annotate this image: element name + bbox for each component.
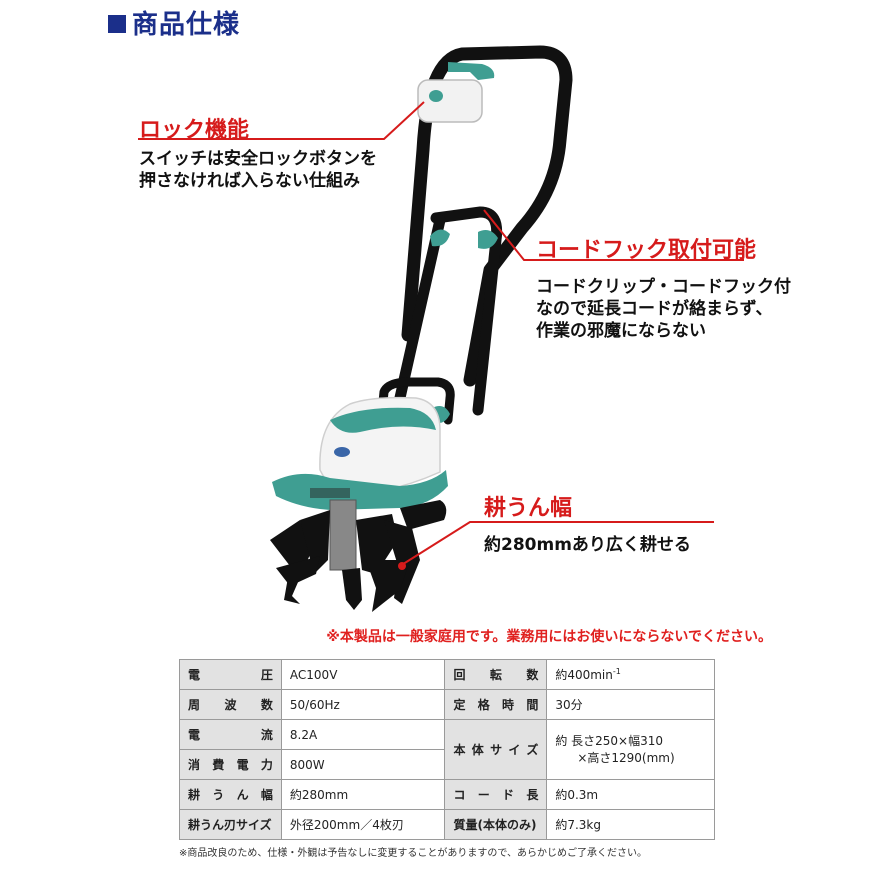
spec-key: 耕うん刃サイズ	[179, 809, 282, 840]
lower-grip	[377, 377, 455, 425]
feature-desc-lock: スイッチは安全ロックボタンを 押さなければ入らない仕組み	[139, 148, 377, 192]
switch-box	[417, 79, 483, 123]
feature-title-width: 耕うん幅	[484, 496, 573, 521]
gearbox	[329, 499, 357, 571]
spec-value: 約400min-1	[546, 659, 715, 690]
spec-value-line: ×高さ1290(mm)	[577, 750, 675, 765]
spec-value: 8.2A	[280, 719, 446, 750]
spec-value: 50/60Hz	[280, 689, 446, 720]
spec-value: 約280mm	[280, 779, 446, 810]
table-row: 耕うん刃サイズ 外径200mm／4枚刃 質量(本体のみ) 約7.3kg	[179, 809, 715, 840]
housing-top-panel	[330, 407, 436, 433]
spec-key: 電圧	[179, 659, 282, 690]
callout-line-cord-hook	[483, 209, 744, 261]
tiller-illustration	[138, 45, 744, 612]
section-heading-text: 商品仕様	[132, 10, 241, 40]
spec-key: 本体サイズ	[444, 719, 548, 780]
callout-line-width	[399, 521, 714, 567]
table-row: 消費電力 800W	[179, 749, 715, 780]
spec-key: 定格時間	[444, 689, 548, 720]
spec-value: 30分	[546, 689, 715, 720]
table-row: 耕うん幅 約280mm コード長 約0.3m	[179, 779, 715, 810]
spec-value: 約7.3kg	[546, 809, 715, 840]
household-use-notice: ※本製品は一般家庭用です。業務用にはお使いにならないでください。	[326, 629, 772, 645]
spec-key: 周波数	[179, 689, 282, 720]
spec-value: AC100V	[280, 659, 446, 690]
switch-lever	[448, 62, 495, 80]
spec-key: コード長	[444, 779, 548, 810]
square-bullet-icon	[108, 14, 126, 33]
feature-desc-line: コードクリップ・コードフック付	[536, 277, 791, 297]
table-row: 周波数 50/60Hz 定格時間 30分	[179, 689, 715, 720]
vent	[310, 488, 350, 498]
feature-desc-line: 押さなければ入らない仕組み	[139, 171, 360, 191]
feature-desc-line: 作業の邪魔にならない	[536, 321, 706, 341]
spec-key: 回転数	[444, 659, 548, 690]
cord-hook-left	[430, 229, 450, 247]
feature-desc-line: なので延長コードが絡まらず、	[536, 299, 773, 319]
feature-desc-width: 約280mmあり広く耕せる	[484, 534, 691, 556]
spec-value-superscript: -1	[612, 667, 621, 676]
spec-value-text: 約400min	[555, 668, 613, 682]
footnote: ※商品改良のため、仕様・外観は予告なしに変更することがありますので、あらかじめご…	[179, 848, 647, 859]
feature-desc-cord-hook: コードクリップ・コードフック付 なので延長コードが絡まらず、 作業の邪魔にならな…	[536, 276, 791, 342]
feature-desc-line: 約280mmあり広く耕せる	[484, 535, 691, 555]
rear-flap	[400, 500, 447, 530]
spec-value: 外径200mm／4枚刃	[280, 809, 446, 840]
tines	[270, 510, 420, 612]
fender	[272, 470, 448, 510]
spec-table: 電圧 AC100V 回転数 約400min-1 周波数 50/60Hz 定格時間…	[179, 659, 715, 840]
table-row: 電流 8.2A 本体サイズ 約 長さ250×幅310 ×高さ1290(mm)	[179, 719, 715, 780]
feature-title-lock: ロック機能	[139, 118, 250, 143]
feature-title-cord-hook: コードフック取付可能	[536, 238, 757, 263]
table-row: 電圧 AC100V 回転数 約400min-1	[179, 659, 715, 690]
spec-key: 質量(本体のみ)	[444, 809, 548, 840]
spec-value: 約0.3m	[546, 779, 715, 810]
spec-key: 耕うん幅	[179, 779, 282, 810]
spec-value-line: 約 長さ250×幅310	[555, 733, 664, 748]
spec-value: 約 長さ250×幅310 ×高さ1290(mm)	[546, 719, 715, 780]
spec-value: 800W	[280, 749, 446, 780]
section-heading: 商品仕様	[108, 4, 240, 41]
spec-key: 電流	[179, 719, 282, 750]
callout-line-lock	[138, 101, 425, 140]
feature-desc-line: スイッチは安全ロックボタンを	[139, 149, 377, 169]
brand-label	[334, 447, 350, 457]
lock-button	[429, 90, 443, 102]
cord-hook-right	[478, 230, 498, 249]
spec-key: 消費電力	[179, 749, 282, 780]
